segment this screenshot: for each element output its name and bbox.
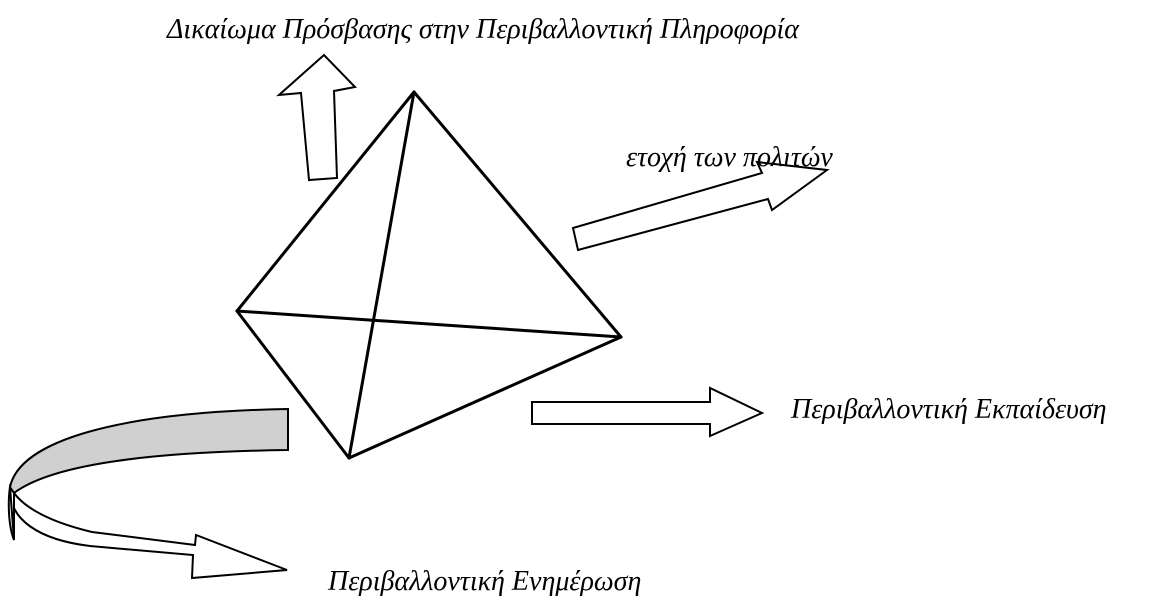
tetrahedron-edge-apex-front bbox=[347, 90, 416, 460]
label-education: Περιβαλλοντική Εκπαίδευση bbox=[790, 394, 1107, 425]
tetrahedron-edge-apex-left bbox=[235, 90, 416, 313]
arrow-education bbox=[531, 386, 765, 438]
curved-arrow-awareness bbox=[7, 407, 289, 580]
curved-arrow-shaded-band bbox=[8, 407, 289, 495]
label-awareness: Περιβαλλοντική Ενημέρωση bbox=[327, 566, 641, 597]
arrow-up-information bbox=[276, 53, 358, 182]
tetrahedron bbox=[235, 90, 623, 460]
curved-arrow-body bbox=[8, 483, 288, 580]
curved-arrow-edge bbox=[9, 486, 15, 541]
arrow-participation bbox=[571, 160, 830, 252]
label-participation: ετοχή των πολιτών bbox=[626, 142, 833, 173]
tetrahedron-edge-right-front bbox=[347, 335, 623, 460]
tetrahedron-edge-left-right bbox=[235, 309, 623, 339]
tetrahedron-edge-left-front bbox=[235, 309, 351, 460]
label-information-access: Δικαίωμα Πρόσβασης στην Περιβαλλοντική Π… bbox=[166, 14, 800, 45]
tetrahedron-edge-apex-right bbox=[412, 90, 623, 339]
